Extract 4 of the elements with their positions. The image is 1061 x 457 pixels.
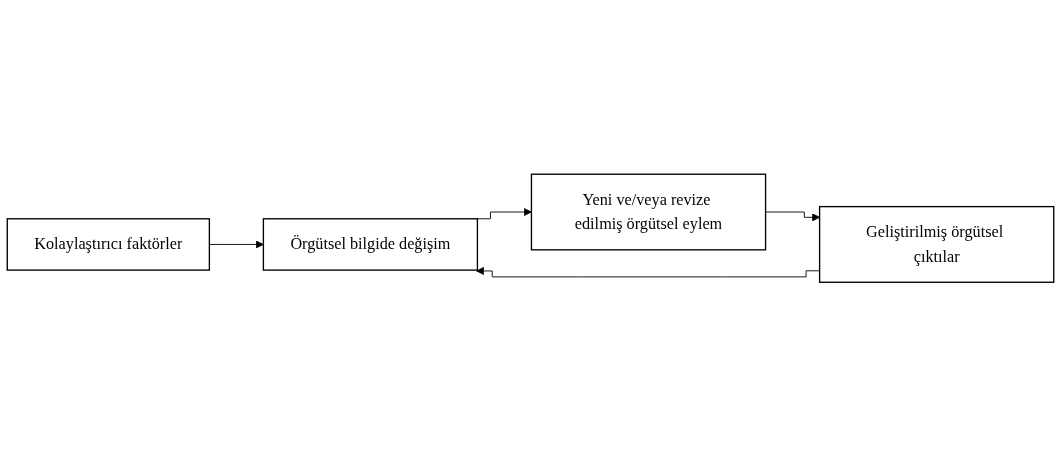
node-box: Kolaylaştırıcı faktörler [6, 218, 211, 272]
node-box: Geliştirilmiş örgütsel çıktılar [818, 206, 1055, 284]
node-box: Örgütsel bilgide değişim [262, 218, 479, 272]
node-box: Yeni ve/veya revize edilmiş örgütsel eylem [530, 173, 767, 251]
